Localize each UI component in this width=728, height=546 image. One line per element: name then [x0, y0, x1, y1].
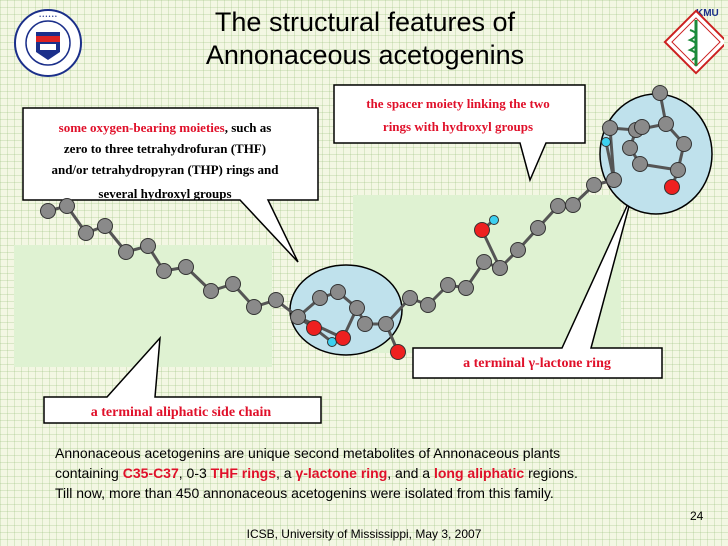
callout-lactone-text: a terminal γ-lactone ring [412, 353, 662, 374]
carbon-atom [510, 242, 526, 258]
callout-oxygen-red: some oxygen-bearing moieties [58, 120, 225, 135]
oxygen-atom [390, 344, 406, 360]
callout-lactone-prefix: a terminal [463, 356, 529, 371]
carbon-atom [290, 309, 306, 325]
kmu-badge-label: KMU [696, 8, 719, 19]
carbon-atom [550, 198, 566, 214]
carbon-atom [40, 203, 56, 219]
carbon-atom [357, 316, 373, 332]
carbon-atom [606, 172, 622, 188]
carbon-atom [203, 283, 219, 299]
callout-oxygen-line1: , such as [224, 120, 272, 135]
body-line-3: Till now, more than 450 annonaceous acet… [55, 485, 554, 501]
callout-oxygen-text: some oxygen-bearing moieties, such as ze… [16, 117, 314, 204]
carbon-atom [78, 225, 94, 241]
highlight-long-aliphatic: long aliphatic [433, 465, 525, 481]
callout-spacer-line1: the spacer moiety linking the two [366, 96, 550, 111]
body-line-1: Annonaceous acetogenins are unique secon… [55, 445, 561, 461]
callout-oxygen-balloon [22, 107, 319, 263]
carbon-atom [632, 156, 648, 172]
body-paragraph: Annonaceous acetogenins are unique secon… [55, 443, 695, 503]
carbon-atom [586, 177, 602, 193]
callout-oxygen-line3: and/or tetrahydropyran (THP) rings and [51, 162, 279, 177]
carbon-atom [378, 316, 394, 332]
callout-oxygen-line2: zero to three tetrahydrofuran (THF) [63, 141, 267, 156]
callout-spacer-line2: rings with hydroxyl groups [382, 119, 534, 134]
carbon-atom [246, 299, 262, 315]
oxygen-atom [335, 330, 351, 346]
carbon-atom [476, 254, 492, 270]
oxygen-atom [474, 222, 490, 238]
kmu-badge-icon: KMU [663, 8, 724, 75]
carbon-atom [676, 136, 692, 152]
callout-lactone-gamma: γ [528, 356, 536, 371]
highlight-thf-rings: THF rings [210, 465, 276, 481]
carbon-atom [118, 244, 134, 260]
highlight-lactone-ring: γ-lactone ring [295, 465, 388, 481]
carbon-atom [634, 119, 650, 135]
callout-spacer-text: the spacer moiety linking the two rings … [333, 92, 583, 138]
slide-title: The structural features of Annonaceous a… [140, 6, 590, 72]
footer-citation: ICSB, University of Mississippi, May 3, … [246, 527, 482, 541]
callout-aliphatic-text: a terminal aliphatic side chain [90, 405, 272, 420]
oxygen-atom [306, 320, 322, 336]
carbon-atom [658, 116, 674, 132]
carbon-atom [622, 140, 638, 156]
background-panel-left [14, 245, 272, 367]
body-line-2: containing C35-C37, 0-3 THF rings, a γ-l… [55, 465, 578, 481]
carbon-atom [492, 260, 508, 276]
carbon-atom [602, 120, 618, 136]
callout-lactone-balloon [412, 194, 663, 379]
hydrogen-atom [489, 215, 499, 225]
university-seal-icon: • • • • • • [14, 9, 82, 77]
callout-oxygen-line4: several hydroxyl groups [98, 186, 232, 201]
carbon-atom [670, 162, 686, 178]
carbon-atom [530, 220, 546, 236]
lactone-ring-highlight [599, 93, 713, 215]
highlight-c35-c37: C35-C37 [122, 465, 179, 481]
carbon-atom [59, 198, 75, 214]
callout-lactone-suffix: -lactone ring [535, 356, 611, 371]
carbon-atom [178, 259, 194, 275]
carbon-atom [420, 297, 436, 313]
hydrogen-atom [601, 137, 611, 147]
carbon-atom [565, 197, 581, 213]
svg-text:• • • • • •: • • • • • • [39, 14, 57, 20]
carbon-atom [330, 284, 346, 300]
bond-line [608, 127, 616, 181]
carbon-atom [140, 238, 156, 254]
oxygen-atom [664, 179, 680, 195]
callout-spacer-balloon [333, 84, 586, 183]
carbon-atom [440, 277, 456, 293]
callout-aliphatic-balloon [43, 335, 322, 424]
carbon-atom [312, 290, 328, 306]
carbon-atom [652, 85, 668, 101]
carbon-atom [156, 263, 172, 279]
title-line-1: The structural features of [214, 7, 516, 37]
title-line-2: Annonaceous acetogenins [205, 40, 525, 70]
page-number: 24 [690, 509, 704, 523]
carbon-atom [349, 300, 365, 316]
carbon-atom [225, 276, 241, 292]
carbon-atom [402, 290, 418, 306]
carbon-atom [458, 280, 474, 296]
carbon-atom [268, 292, 284, 308]
carbon-atom [97, 218, 113, 234]
